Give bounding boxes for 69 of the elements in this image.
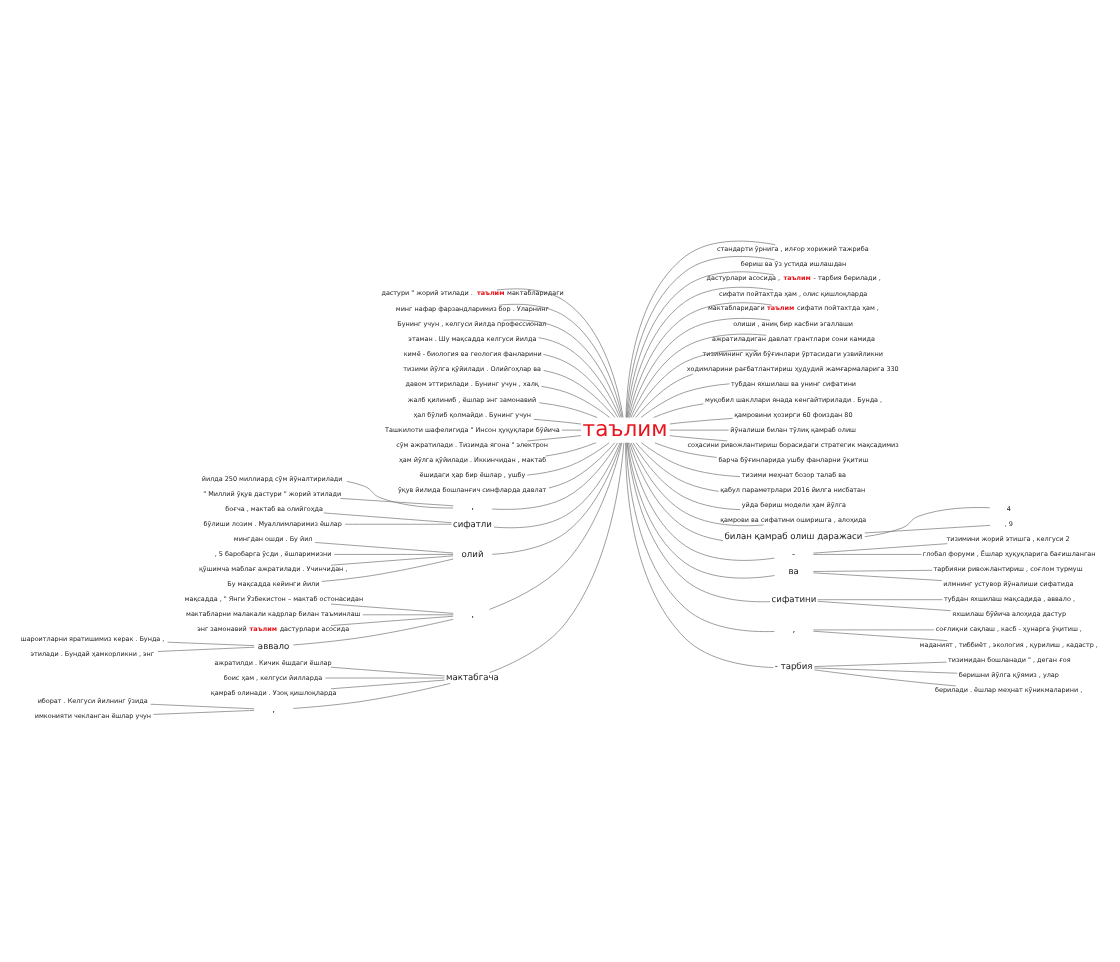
connector bbox=[321, 558, 454, 582]
connector bbox=[817, 599, 943, 601]
connector bbox=[526, 442, 610, 476]
connector bbox=[538, 337, 621, 418]
connector bbox=[330, 555, 454, 566]
connector bbox=[814, 661, 947, 667]
connector bbox=[362, 614, 454, 616]
connector bbox=[630, 442, 764, 527]
connector bbox=[167, 641, 255, 646]
connector bbox=[561, 429, 582, 431]
connector bbox=[817, 600, 952, 612]
connector bbox=[491, 442, 618, 510]
connector bbox=[545, 442, 597, 457]
connector bbox=[632, 349, 758, 418]
connector bbox=[491, 442, 622, 555]
connector bbox=[814, 669, 957, 687]
connector bbox=[669, 429, 729, 431]
node-text: таълим bbox=[582, 415, 668, 442]
connector bbox=[813, 554, 922, 555]
connector bbox=[533, 418, 582, 425]
connector bbox=[630, 333, 767, 418]
connector bbox=[157, 646, 255, 652]
connector bbox=[654, 442, 718, 458]
connector bbox=[813, 630, 948, 641]
connector bbox=[653, 403, 704, 418]
connector bbox=[489, 442, 623, 610]
connector bbox=[626, 442, 771, 603]
connector bbox=[344, 523, 452, 525]
connector bbox=[625, 442, 775, 632]
connector bbox=[153, 710, 255, 715]
connector bbox=[330, 666, 446, 677]
connector bbox=[543, 370, 616, 418]
connector bbox=[629, 442, 724, 541]
connector bbox=[625, 442, 774, 668]
connector bbox=[641, 442, 741, 477]
connector bbox=[493, 442, 621, 529]
connector bbox=[813, 543, 948, 554]
connector bbox=[314, 542, 454, 554]
connector bbox=[640, 383, 730, 418]
connector bbox=[629, 318, 771, 418]
connector bbox=[669, 418, 734, 425]
connector bbox=[814, 667, 958, 674]
connector bbox=[632, 442, 741, 510]
connector bbox=[346, 480, 454, 509]
connector bbox=[541, 386, 610, 418]
connector bbox=[864, 525, 991, 534]
connector bbox=[539, 402, 598, 418]
connector bbox=[293, 683, 451, 709]
connector bbox=[323, 512, 452, 524]
connector bbox=[864, 507, 991, 537]
connector bbox=[502, 319, 622, 418]
connector bbox=[548, 442, 615, 489]
connector bbox=[813, 572, 943, 581]
connector bbox=[330, 615, 454, 626]
connector bbox=[542, 354, 619, 418]
connector bbox=[813, 569, 933, 572]
connector bbox=[635, 373, 694, 418]
connector bbox=[293, 618, 454, 646]
connector bbox=[669, 435, 728, 442]
connector bbox=[489, 442, 625, 673]
connector bbox=[340, 498, 454, 507]
connector bbox=[150, 703, 255, 710]
connector bbox=[333, 554, 454, 555]
connector bbox=[813, 629, 935, 631]
connector bbox=[330, 603, 454, 614]
connector bbox=[330, 679, 446, 690]
connector bbox=[527, 435, 582, 442]
connector bbox=[635, 442, 719, 492]
connector bbox=[324, 677, 445, 679]
